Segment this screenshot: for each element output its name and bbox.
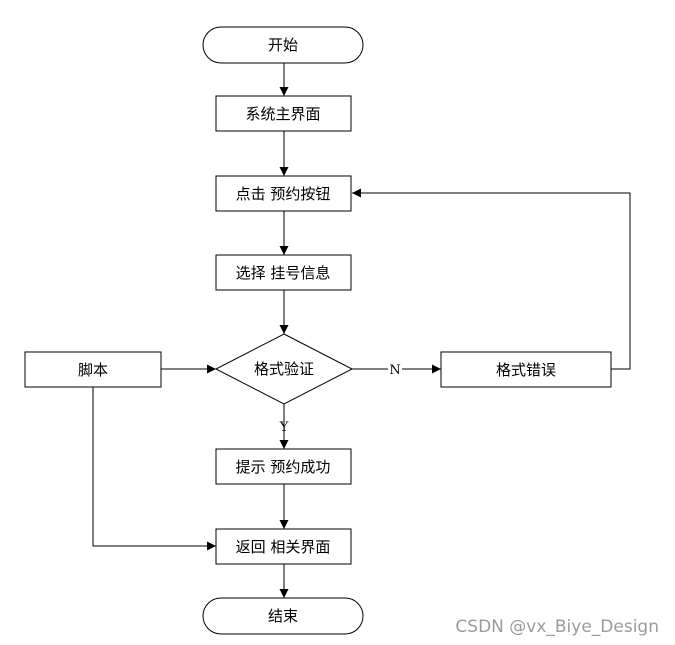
node-return-ui-label: 返回 相关界面 bbox=[236, 538, 331, 556]
node-end-label: 结束 bbox=[268, 607, 298, 625]
edge-script-to-return-ui bbox=[92, 387, 216, 551]
edge-label-yes: Y bbox=[279, 420, 289, 435]
node-success-label: 提示 预约成功 bbox=[236, 458, 331, 476]
node-start-label: 开始 bbox=[268, 36, 298, 54]
node-select-info: 选择 挂号信息 bbox=[215, 254, 352, 291]
node-validate-label: 格式验证 bbox=[254, 360, 314, 378]
node-success: 提示 预约成功 bbox=[215, 448, 352, 485]
node-select-info-label: 选择 挂号信息 bbox=[236, 264, 331, 282]
node-click-button-label: 点击 预约按钮 bbox=[236, 185, 331, 203]
node-start: 开始 bbox=[202, 26, 364, 64]
node-return-ui: 返回 相关界面 bbox=[215, 528, 352, 565]
node-main-ui: 系统主界面 bbox=[215, 95, 352, 132]
node-click-button: 点击 预约按钮 bbox=[215, 175, 352, 212]
watermark-text: CSDN @vx_Biye_Design bbox=[455, 617, 659, 637]
edge-error-loop-to-click-button bbox=[352, 188, 631, 370]
node-format-error: 格式错误 bbox=[440, 351, 612, 388]
node-main-ui-label: 系统主界面 bbox=[245, 105, 320, 123]
node-script: 脚本 bbox=[24, 351, 162, 388]
connectors bbox=[92, 63, 631, 598]
node-script-label: 脚本 bbox=[78, 361, 108, 379]
node-format-error-label: 格式错误 bbox=[496, 361, 556, 379]
node-validate-decision: 格式验证 bbox=[214, 333, 354, 405]
node-end: 结束 bbox=[202, 597, 364, 635]
label-no-bg bbox=[388, 361, 402, 377]
edge-label-no: N bbox=[389, 363, 400, 378]
